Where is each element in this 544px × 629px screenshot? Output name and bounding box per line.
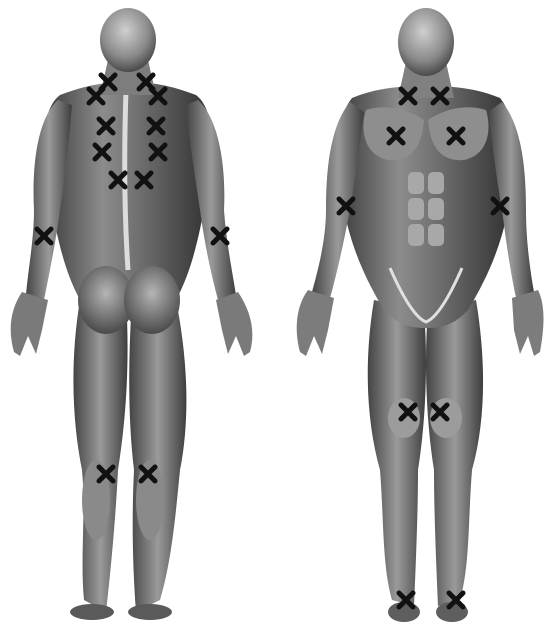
posterior-left-leg — [73, 300, 127, 612]
anterior-left-hand — [297, 290, 334, 356]
posterior-left-foot — [70, 604, 114, 620]
anterior-figure — [297, 8, 544, 622]
anterior-left-leg — [368, 300, 426, 606]
posterior-left-hand — [11, 292, 48, 356]
anterior-right-hand — [512, 290, 544, 356]
posterior-right-glute — [124, 266, 180, 334]
anterior-head — [398, 8, 454, 76]
posterior-head — [100, 8, 156, 72]
posterior-right-hand — [216, 292, 252, 356]
posterior-figure — [11, 8, 253, 620]
anterior-right-leg — [426, 300, 483, 606]
posterior-right-leg — [129, 300, 186, 612]
posterior-right-foot — [128, 604, 172, 620]
